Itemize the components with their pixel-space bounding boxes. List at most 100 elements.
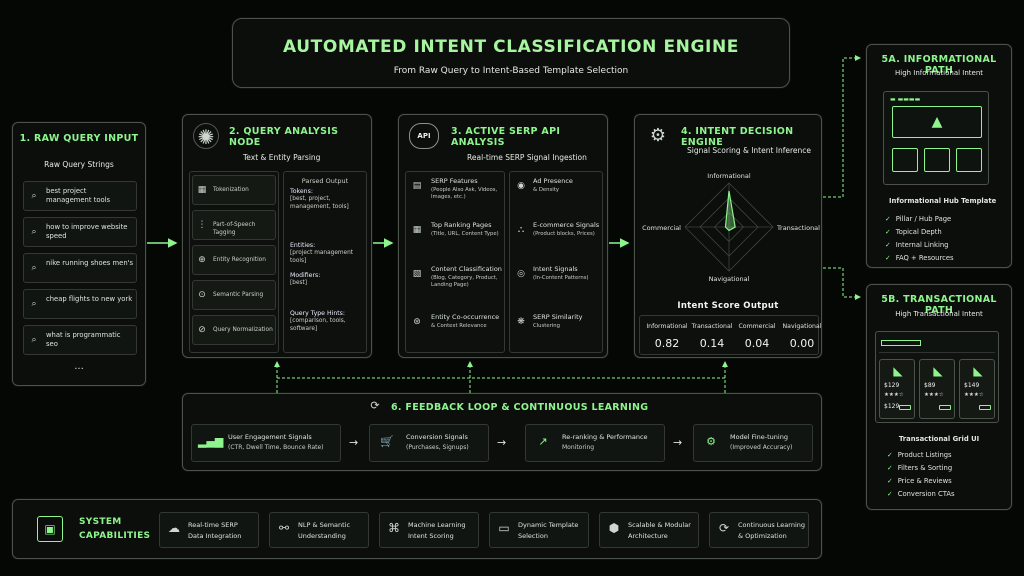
product-card[interactable]: ◣$129★★★☆$129	[879, 359, 915, 419]
query-item[interactable]: ⌕best project management tools	[23, 181, 137, 211]
capabilities-title-2: CAPABILITIES	[79, 531, 150, 541]
product-card[interactable]: ◣$149★★★☆	[959, 359, 995, 419]
serp-signal-title: Entity Co-occurrence	[431, 313, 503, 321]
query-item[interactable]: ⌕cheap flights to new york	[23, 289, 137, 319]
intent-score-label: Informational	[645, 323, 689, 330]
capability-label-line2: Selection	[518, 532, 548, 540]
product-rating: ★★★☆	[924, 392, 944, 398]
nlp-step-label: Entity Recognition	[213, 257, 266, 265]
preview-card-1	[892, 148, 918, 172]
parsed-field: Entities:[project management tools]	[290, 242, 364, 266]
query-text: best project management tools	[46, 187, 134, 205]
intent-radar-chart: InformationalTransactionalNavigationalCo…	[635, 161, 823, 291]
capability-label-line2: & Optimization	[738, 532, 787, 540]
serp-signal-icon: ▤	[411, 181, 423, 193]
page-title: AUTOMATED INTENT CLASSIFICATION ENGINE	[233, 37, 789, 57]
intent-score-label: Navigational	[780, 323, 824, 330]
capability-icon: ⟳	[716, 523, 732, 539]
serp-signal-desc: (Title, URL, Content Type)	[431, 231, 503, 238]
feedback-step-title: Re-ranking & Performance	[562, 433, 648, 441]
search-icon: ⌕	[29, 299, 39, 309]
feedback-arrow: →	[497, 436, 506, 449]
serp-signal-title: Ad Presence	[533, 177, 601, 185]
query-text: nike running shoes men's	[46, 259, 134, 268]
header-panel: AUTOMATED INTENT CLASSIFICATION ENGINE F…	[232, 18, 790, 88]
parsed-output-box: Parsed Output Tokens:[best, project, man…	[283, 171, 367, 353]
feedback-step: ↗Re-ranking & PerformanceMonitoring	[525, 424, 665, 462]
capability-icon: ⚯	[276, 523, 292, 539]
serp-signal-title: E-commerce Signals	[533, 221, 601, 229]
nlp-step: ⋮Part-of-Speech Tagging	[192, 210, 276, 240]
query-item[interactable]: ⌕what is programmatic seo	[23, 325, 137, 355]
capability-label-line2: Understanding	[298, 532, 346, 540]
parsed-field-label: Modifiers:	[290, 272, 364, 280]
preview-nav-dots: ▬ ▬▬▬▬	[890, 96, 920, 103]
radar-axis-label: Transactional	[776, 224, 820, 232]
feedback-step-desc: Monitoring	[562, 444, 594, 452]
serp-signal-title: Intent Signals	[533, 265, 601, 273]
trans-path-subtitle: High Transactional Intent	[867, 310, 1011, 318]
query-item[interactable]: ⌕nike running shoes men's	[23, 253, 137, 283]
nlp-step-icon: ▦	[196, 185, 208, 197]
parsed-field-label: Tokens:	[290, 188, 364, 196]
preview-filter-bar	[879, 337, 995, 353]
add-to-cart-button[interactable]	[939, 405, 951, 410]
add-to-cart-button[interactable]	[979, 405, 991, 410]
feedback-step-desc: (Improved Accuracy)	[730, 444, 792, 452]
serp-signal-desc: Clustering	[533, 323, 601, 330]
feedback-arrow: →	[349, 436, 358, 449]
parsed-field-label: Query Type Hints:	[290, 310, 364, 318]
feedback-step-title: User Engagement Signals	[228, 433, 312, 441]
serp-analysis-title: 3. ACTIVE SERP API ANALYSIS	[451, 126, 607, 148]
parsed-field-value: [comparison, tools, software]	[290, 318, 364, 334]
info-template-feature: Internal Linking	[885, 241, 949, 250]
preview-card-3	[956, 148, 982, 172]
serp-analysis-subtitle: Real-time SERP Signal Ingestion	[467, 153, 587, 162]
radar-axis-label: Informational	[707, 172, 751, 180]
add-to-cart-button[interactable]	[899, 405, 911, 410]
serp-signal-title: Content Classification	[431, 265, 503, 273]
intent-score-label: Transactional	[690, 323, 734, 330]
serp-signal-icon: ❋	[515, 317, 527, 329]
info-template-name: Informational Hub Template	[889, 197, 996, 206]
preview-hero-image-icon: ▲	[892, 106, 982, 138]
nlp-step: ⊘ Query Normalization	[192, 315, 276, 345]
shoe-icon: ◣	[884, 364, 912, 378]
search-icon: ⌕	[29, 335, 39, 345]
informational-path-panel: 5A. INFORMATIONAL PATH High Informationa…	[866, 44, 1012, 268]
capability-icon: ⬢	[606, 523, 622, 539]
trans-template-feature: Product Listings	[887, 451, 952, 460]
product-price: $89	[924, 382, 935, 389]
product-card[interactable]: ◣$89★★★☆	[919, 359, 955, 419]
query-text: how to improve website speed	[46, 223, 134, 241]
product-rating: ★★★☆	[884, 392, 904, 398]
brain-icon: ✺	[193, 123, 219, 149]
parsed-field-value: [best, project, management, tools]	[290, 196, 364, 212]
parsed-field: Modifiers:[best]	[290, 272, 364, 288]
capability-label-line2: Intent Scoring	[408, 532, 454, 540]
parsed-field-value: [project management tools]	[290, 250, 364, 266]
page-subtitle: From Raw Query to Intent-Based Template …	[233, 66, 789, 76]
query-item[interactable]: ⌕how to improve website speed	[23, 217, 137, 247]
parsed-field: Query Type Hints:[comparison, tools, sof…	[290, 310, 364, 334]
raw-query-subtitle: Raw Query Strings	[13, 160, 145, 169]
nlp-step: ⊙Semantic Parsing	[192, 280, 276, 310]
feedback-step-title: Conversion Signals	[406, 433, 468, 441]
nlp-step-label: Query Normalization	[213, 327, 273, 335]
shoe-icon: ◣	[964, 364, 992, 378]
score-title: Intent Score Output	[635, 301, 821, 311]
feedback-step: 🛒Conversion Signals(Purchases, Signups)	[369, 424, 489, 462]
serp-signal-icon: ⊛	[411, 317, 423, 329]
trans-template-feature: Price & Reviews	[887, 477, 952, 486]
info-template-feature: Topical Depth	[885, 228, 942, 237]
feedback-step-icon: 🛒	[376, 437, 398, 451]
decision-engine-subtitle: Signal Scoring & Intent Inference	[687, 146, 811, 155]
intent-score-value: 0.00	[780, 337, 824, 350]
parsed-field-value: [best]	[290, 280, 364, 288]
query-analysis-title: 2. QUERY ANALYSIS NODE	[229, 126, 371, 148]
nlp-step-icon: ⊘	[196, 325, 208, 337]
query-analysis-panel: ✺ 2. QUERY ANALYSIS NODE Text & Entity P…	[182, 114, 372, 358]
nlp-step-label: Tokenization	[213, 187, 249, 195]
